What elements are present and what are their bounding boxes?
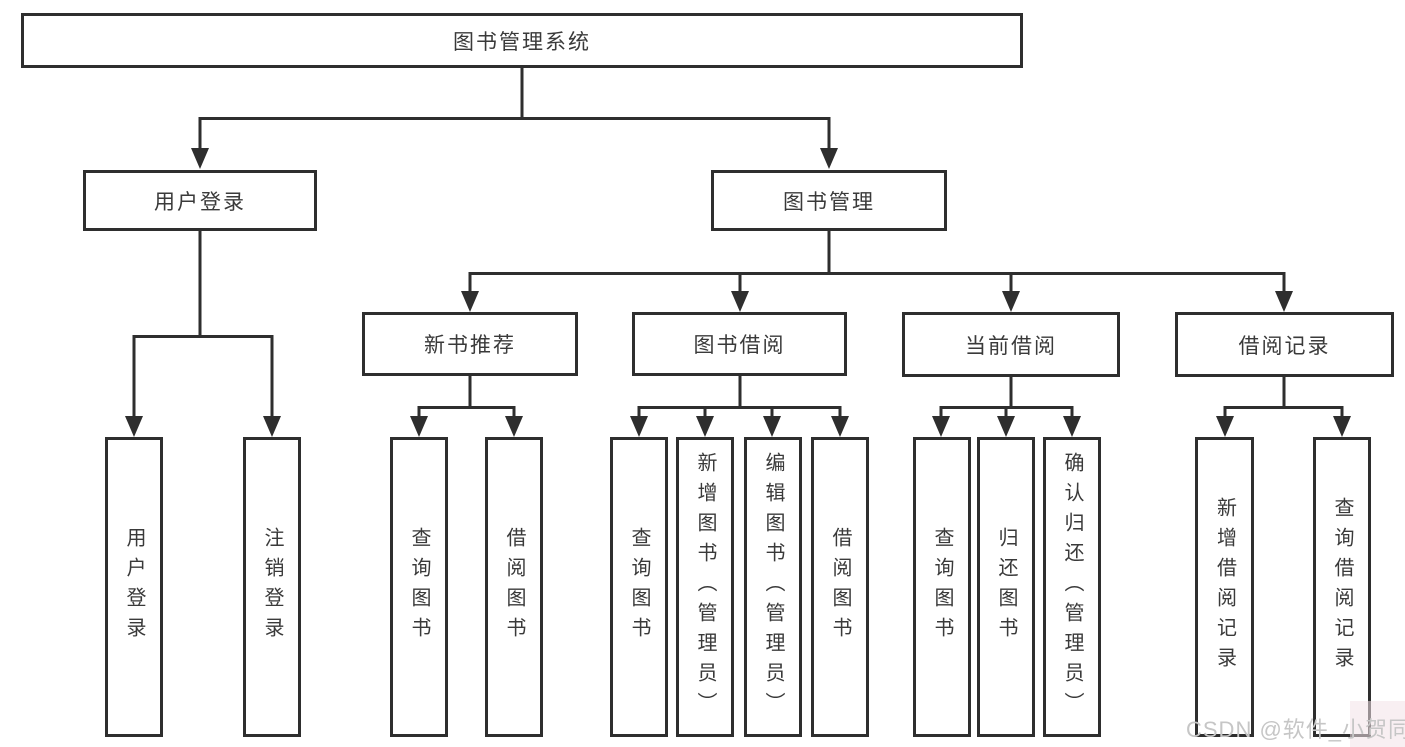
node-label: 借阅记录 bbox=[1238, 334, 1331, 358]
node-label: 新增图书（管理员） bbox=[694, 452, 716, 722]
node-label: 图书管理系统 bbox=[453, 30, 591, 54]
node-label: 当前借阅 bbox=[965, 334, 1057, 358]
node-label: 查询图书 bbox=[628, 527, 650, 647]
node-label: 注销登录 bbox=[261, 527, 283, 647]
node-label: 查询图书 bbox=[408, 527, 430, 647]
node-label: 用户登录 bbox=[123, 527, 145, 647]
wire-book-mgmt-to-level3 bbox=[468, 231, 1286, 295]
leaf-edit-book-admin: 编辑图书（管理员） bbox=[744, 437, 802, 737]
node-label: 新增借阅记录 bbox=[1213, 497, 1236, 677]
node-current-borrowing: 当前借阅 bbox=[902, 312, 1120, 377]
csdn-watermark: CSDN @软件_小贺同学 bbox=[1186, 717, 1405, 742]
arrowheads-level2 bbox=[191, 148, 838, 169]
wire-user-login-to-leaves bbox=[132, 231, 274, 419]
leaf-query-borrow-record: 查询借阅记录 bbox=[1313, 437, 1371, 737]
leaf-search-book-current: 查询图书 bbox=[913, 437, 971, 737]
node-root-library-system: 图书管理系统 bbox=[21, 13, 1023, 68]
arrowheads-level3 bbox=[461, 291, 1293, 312]
arrowheads-leaves bbox=[125, 416, 1351, 437]
wire-borrow-records-to-leaves bbox=[1223, 377, 1344, 420]
leaf-search-book-borrowing: 查询图书 bbox=[610, 437, 668, 737]
node-label: 图书管理 bbox=[783, 190, 875, 214]
node-label: 用户登录 bbox=[154, 190, 246, 214]
leaf-return-book: 归还图书 bbox=[977, 437, 1035, 737]
wire-new-book-to-leaves bbox=[417, 376, 516, 420]
node-book-management: 图书管理 bbox=[711, 170, 947, 231]
node-book-borrowing: 图书借阅 bbox=[632, 312, 847, 376]
node-label: 借阅图书 bbox=[829, 527, 851, 647]
wire-current-borrow-to-leaves bbox=[939, 377, 1074, 420]
watermark-highlight bbox=[1350, 701, 1405, 747]
leaf-logout-login: 注销登录 bbox=[243, 437, 301, 737]
node-label: 确认归还（管理员） bbox=[1061, 452, 1083, 722]
node-label: 查询借阅记录 bbox=[1331, 497, 1353, 677]
node-label: 借阅图书 bbox=[503, 527, 525, 647]
leaf-user-login: 用户登录 bbox=[105, 437, 163, 737]
wire-root-to-level2 bbox=[198, 68, 831, 153]
leaf-add-book-admin: 新增图书（管理员） bbox=[676, 437, 734, 737]
node-user-login: 用户登录 bbox=[83, 170, 317, 231]
node-new-book-recommend: 新书推荐 bbox=[362, 312, 578, 376]
node-label: 查询图书 bbox=[931, 527, 953, 647]
node-borrow-records: 借阅记录 bbox=[1175, 312, 1394, 377]
node-label: 编辑图书（管理员） bbox=[762, 452, 784, 722]
wire-book-borrow-to-leaves bbox=[637, 376, 842, 420]
node-label: 图书借阅 bbox=[693, 334, 786, 357]
leaf-search-book-newbook: 查询图书 bbox=[390, 437, 448, 737]
node-label: 新书推荐 bbox=[424, 334, 516, 357]
leaf-add-borrow-record: 新增借阅记录 bbox=[1195, 437, 1254, 737]
leaf-confirm-return-admin: 确认归还（管理员） bbox=[1043, 437, 1101, 737]
leaf-borrow-book-newbook: 借阅图书 bbox=[485, 437, 543, 737]
node-label: 归还图书 bbox=[995, 527, 1017, 647]
leaf-borrow-book-borrowing: 借阅图书 bbox=[811, 437, 869, 737]
